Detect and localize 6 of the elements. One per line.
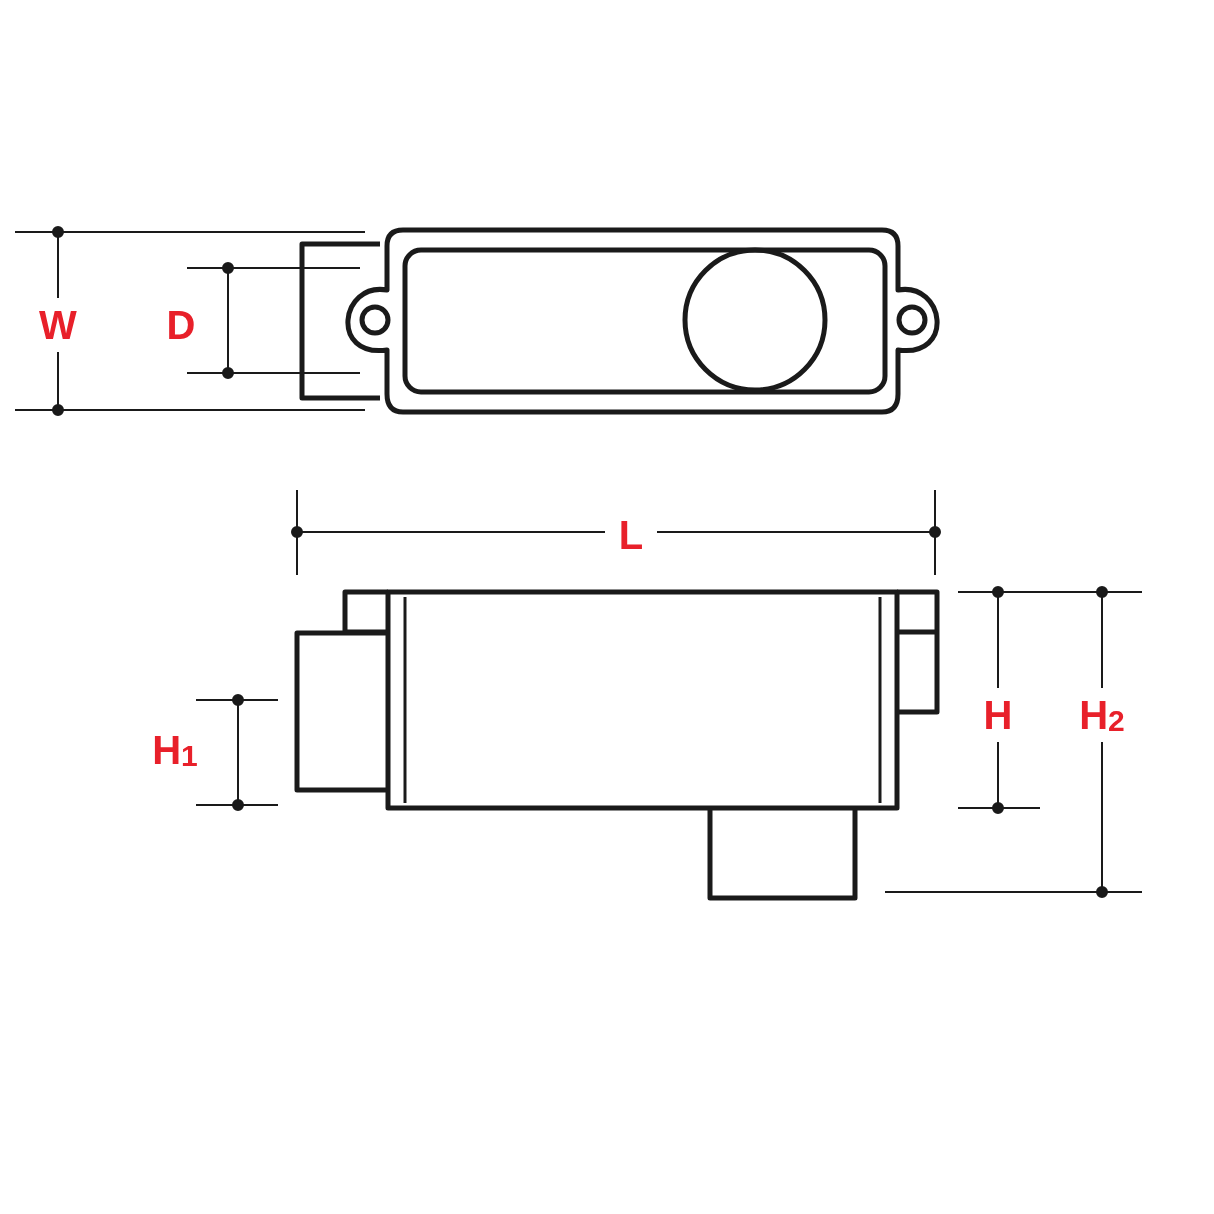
dimension-label: L xyxy=(618,515,644,555)
dimension-label: W xyxy=(39,305,77,345)
dimension-label: D xyxy=(166,305,196,345)
dimension-label: H$_{1}$ xyxy=(152,729,198,771)
dimension-label: H xyxy=(983,695,1013,735)
dimension-label: H$_{2}$ xyxy=(1079,694,1125,736)
